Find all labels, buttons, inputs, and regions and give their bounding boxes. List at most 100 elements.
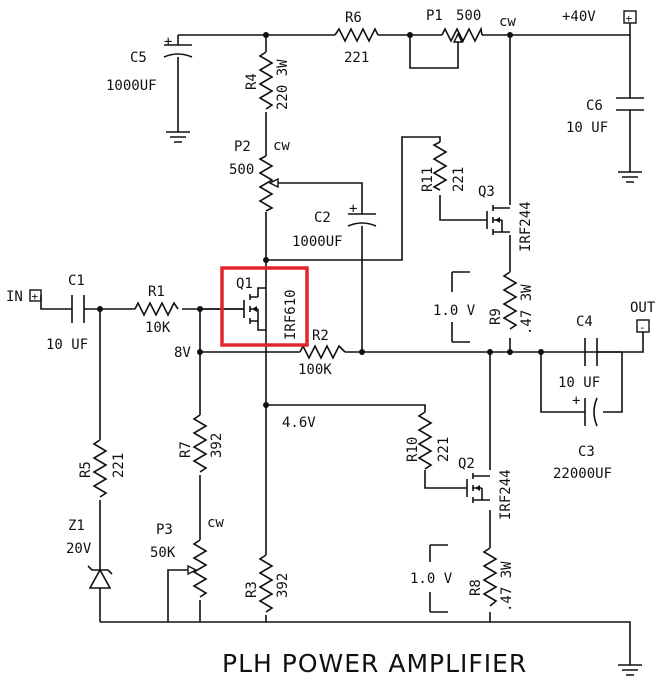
r6-resistor-symbol — [334, 27, 379, 43]
c5-capacitor-symbol — [163, 44, 193, 58]
r4-resistor-symbol — [258, 51, 274, 110]
p3-pot-symbol — [192, 539, 208, 598]
c3-capacitor-symbol — [584, 397, 598, 427]
r10-ref-label: R10 — [405, 437, 421, 462]
p3-ref-label: P3 — [156, 522, 173, 538]
r7-ref-label: R7 — [178, 441, 194, 458]
r4-ref-label: R4 — [244, 73, 260, 90]
r10-resistor-symbol — [417, 411, 433, 470]
r2-value-label: 100K — [298, 362, 332, 378]
r8-value-label: .47 3W — [499, 561, 515, 612]
junction-dot — [263, 402, 269, 408]
c5-ref-label: C5 — [130, 50, 147, 66]
junction-dot — [197, 306, 203, 312]
r8-resistor-symbol — [482, 547, 498, 607]
p3-value-label: 50K — [150, 545, 176, 561]
ground-icon — [618, 171, 642, 183]
r7-resistor-symbol — [192, 414, 208, 473]
r2-resistor-symbol — [299, 344, 346, 360]
r1-value-label: 10K — [145, 320, 171, 336]
z1-ref-label: Z1 — [68, 518, 85, 534]
r1-resistor-symbol — [134, 301, 179, 317]
q3-mosfet-symbol — [486, 205, 510, 235]
junction-dot — [407, 32, 413, 38]
c2-ref-label: C2 — [314, 210, 331, 226]
q1-ref-label: Q1 — [236, 276, 253, 292]
c4-ref-label: C4 — [576, 314, 593, 330]
resistors — [92, 26, 518, 613]
p2-ref-label: P2 — [234, 139, 251, 155]
junction-dot — [359, 349, 365, 355]
wires — [42, 34, 644, 665]
junction-dot — [263, 257, 269, 263]
r11-ref-label: R11 — [420, 167, 436, 192]
labels: IN OUT +40V + + - R6 221 P1 500 cw C5 10… — [6, 8, 656, 678]
junction-dot — [97, 306, 103, 312]
voltage-1v-top-label: 1.0 V — [433, 303, 476, 319]
junction-dot — [263, 32, 269, 38]
r5-value-label: 221 — [111, 453, 127, 478]
capacitors — [71, 44, 644, 427]
in-label: IN — [6, 289, 23, 305]
ground-icon — [166, 131, 190, 143]
r6-value-label: 221 — [344, 50, 369, 66]
junction-dot — [487, 349, 493, 355]
p2-cw-label: cw — [273, 138, 290, 154]
junction-dot — [538, 349, 544, 355]
r3-ref-label: R3 — [244, 581, 260, 598]
q1-mosfet-symbol — [243, 293, 259, 325]
r9-resistor-symbol — [502, 271, 518, 330]
r10-value-label: 221 — [436, 437, 452, 462]
r5-resistor-symbol — [92, 439, 108, 498]
c3-ref-label: C3 — [578, 444, 595, 460]
r6-ref-label: R6 — [345, 10, 362, 26]
voltage-markers — [429, 271, 470, 613]
r1-ref-label: R1 — [148, 284, 165, 300]
voltage-8v-label: 8V — [174, 345, 191, 361]
p1-cw-label: cw — [499, 14, 516, 30]
p2-pot-symbol — [258, 155, 274, 212]
p2-value-label: 500 — [229, 162, 254, 178]
c5-value-label: 1000UF — [106, 78, 157, 94]
c2-polarity-sign: + — [349, 201, 357, 217]
out-terminal-sign: - — [639, 321, 646, 334]
grounds — [166, 131, 642, 676]
c6-value-label: 10 UF — [566, 120, 608, 136]
q2-mosfet-symbol — [466, 473, 490, 503]
q3-value-label: IRF244 — [518, 201, 534, 252]
r5-ref-label: R5 — [78, 461, 94, 478]
c1-ref-label: C1 — [68, 273, 85, 289]
c3-polarity-sign: + — [572, 393, 580, 409]
c1-value-label: 10 UF — [46, 337, 88, 353]
r3-resistor-symbol — [258, 554, 274, 613]
junction-dot — [507, 32, 513, 38]
c5-polarity-sign: + — [164, 34, 172, 50]
z1-zener-symbol — [87, 545, 113, 589]
r9-ref-label: R9 — [488, 308, 504, 325]
q2-ref-label: Q2 — [458, 456, 475, 472]
r3-value-label: 392 — [275, 573, 291, 598]
c6-capacitor-symbol — [616, 97, 644, 111]
r2-ref-label: R2 — [312, 328, 329, 344]
p1-wiper-arrow-icon — [452, 32, 464, 43]
out-terminal-icon — [636, 319, 650, 333]
q1-highlight-box — [220, 266, 309, 347]
r8-ref-label: R8 — [468, 579, 484, 596]
supply-label: +40V — [562, 9, 596, 25]
pot-wipers — [187, 32, 464, 576]
junction-dot — [197, 349, 203, 355]
r11-resistor-symbol — [432, 141, 448, 191]
supply-terminal-sign: + — [626, 12, 633, 25]
r4-value-label: 220 3W — [275, 59, 291, 110]
p3-wiper-arrow-icon — [187, 564, 198, 576]
in-terminal-sign: + — [32, 290, 39, 303]
terminals — [29, 10, 650, 333]
c1-capacitor-symbol — [71, 295, 85, 323]
ground-icon — [618, 664, 642, 676]
r9-value-label: .47 3W — [519, 284, 535, 335]
p3-cw-label: cw — [207, 515, 224, 531]
p2-wiper-arrow-icon — [268, 177, 279, 189]
voltage-4v6-label: 4.6V — [282, 415, 316, 431]
c4-value-label: 10 UF — [558, 375, 600, 391]
